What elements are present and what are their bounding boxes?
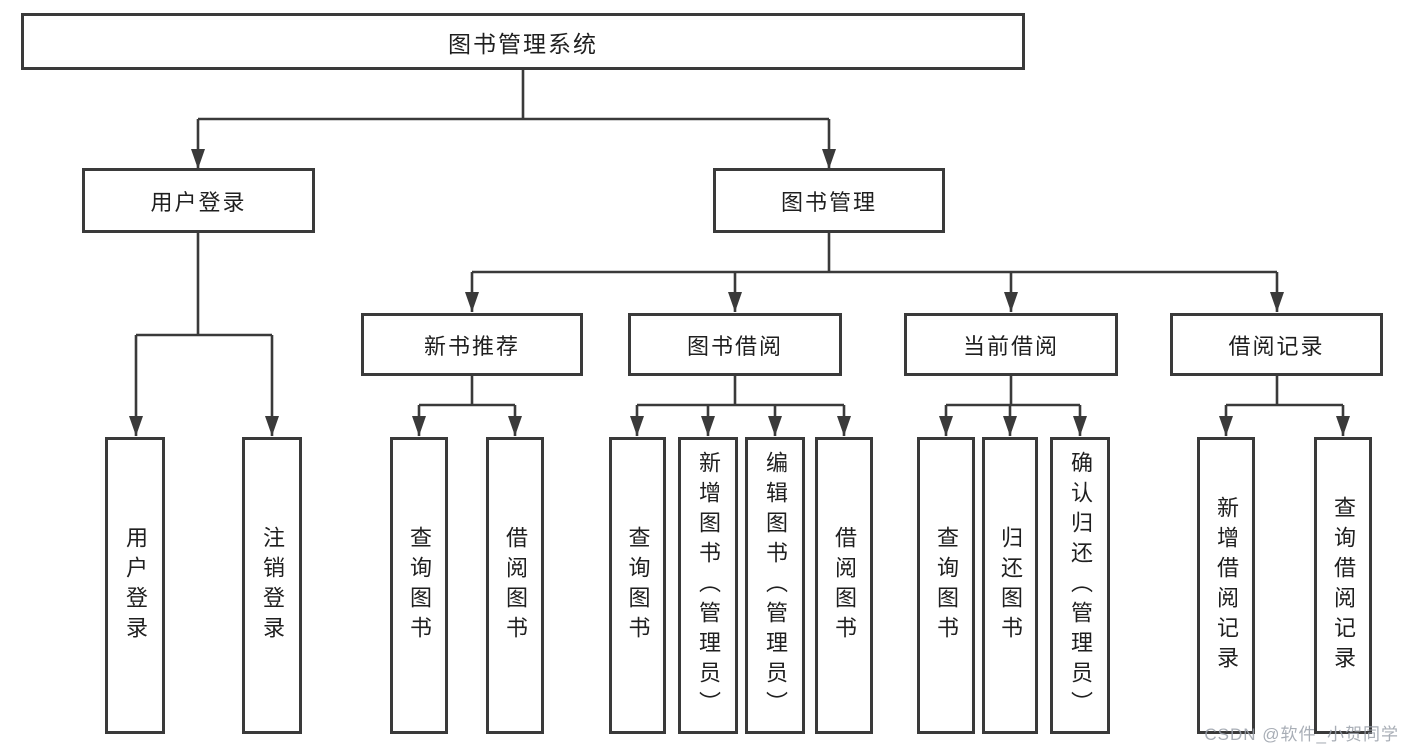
- connector-new-book-backbone: [419, 376, 515, 407]
- node-user-login: 用户登录: [82, 168, 315, 233]
- node-new-book-recommend: 新书推荐: [361, 313, 583, 376]
- node-bb-add-books-admin: 新增图书（管理员）: [678, 437, 738, 734]
- node-current-borrow: 当前借阅: [904, 313, 1118, 376]
- watermark-text: CSDN @软件_小贺同学: [1204, 725, 1399, 744]
- connector-book-borrow-backbone: [637, 376, 844, 407]
- connector-user-login-backbone: [136, 233, 272, 337]
- connector-book-management-backbone: [472, 233, 1277, 274]
- node-user-login-leaf: 用户登录: [105, 437, 165, 734]
- node-bb-edit-books-admin: 编辑图书（管理员）: [745, 437, 805, 734]
- connector-borrow-records-backbone: [1226, 376, 1343, 407]
- node-cb-query-books: 查询图书: [917, 437, 975, 734]
- node-book-borrow: 图书借阅: [628, 313, 842, 376]
- node-rec-query-books: 查询图书: [390, 437, 448, 734]
- node-root: 图书管理系统: [21, 13, 1025, 70]
- node-rec-borrow-books: 借阅图书: [486, 437, 544, 734]
- node-logout-leaf: 注销登录: [242, 437, 302, 734]
- connector-root-backbone: [198, 70, 829, 121]
- node-br-query-record: 查询借阅记录: [1314, 437, 1372, 734]
- node-book-management: 图书管理: [713, 168, 945, 233]
- node-bb-borrow-books: 借阅图书: [815, 437, 873, 734]
- connector-current-borrow-backbone: [946, 376, 1080, 407]
- node-bb-query-books: 查询图书: [609, 437, 666, 734]
- node-cb-confirm-return-admin: 确认归还（管理员）: [1050, 437, 1110, 734]
- node-borrow-records: 借阅记录: [1170, 313, 1383, 376]
- node-cb-return-books: 归还图书: [982, 437, 1038, 734]
- node-br-add-record: 新增借阅记录: [1197, 437, 1255, 734]
